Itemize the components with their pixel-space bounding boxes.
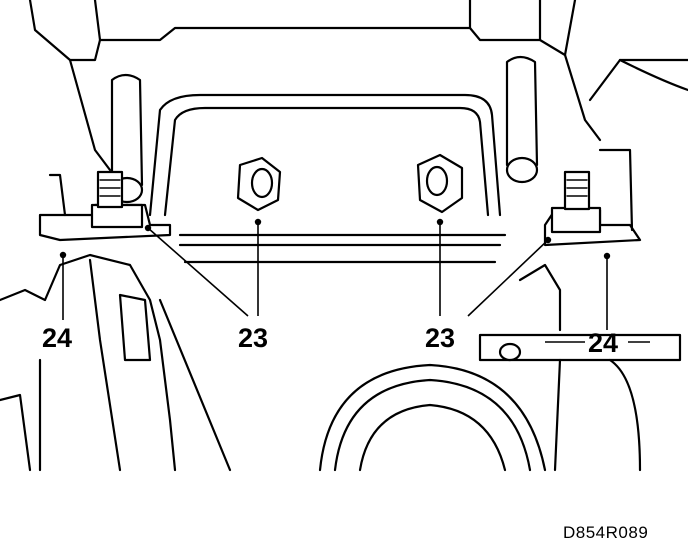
callout-23-left: 23 — [238, 323, 269, 353]
engine-lower-right — [478, 58, 688, 472]
right-mount-bracket — [543, 148, 642, 247]
callout-24-left: 24 — [42, 323, 73, 353]
callout-24-right: 24 — [588, 328, 619, 358]
callout-23-center: 23 — [425, 323, 456, 353]
center-arch — [148, 93, 507, 264]
crossmember-frame — [28, 0, 602, 172]
flywheel-housing — [318, 363, 547, 472]
nut-right — [416, 153, 464, 214]
left-mount-bracket — [38, 170, 172, 242]
engine-lower-left — [0, 253, 232, 472]
nut-left — [236, 156, 282, 212]
right-stud — [505, 55, 539, 184]
leader-lines — [59, 218, 650, 343]
figure-code: D854R089 — [563, 523, 649, 542]
